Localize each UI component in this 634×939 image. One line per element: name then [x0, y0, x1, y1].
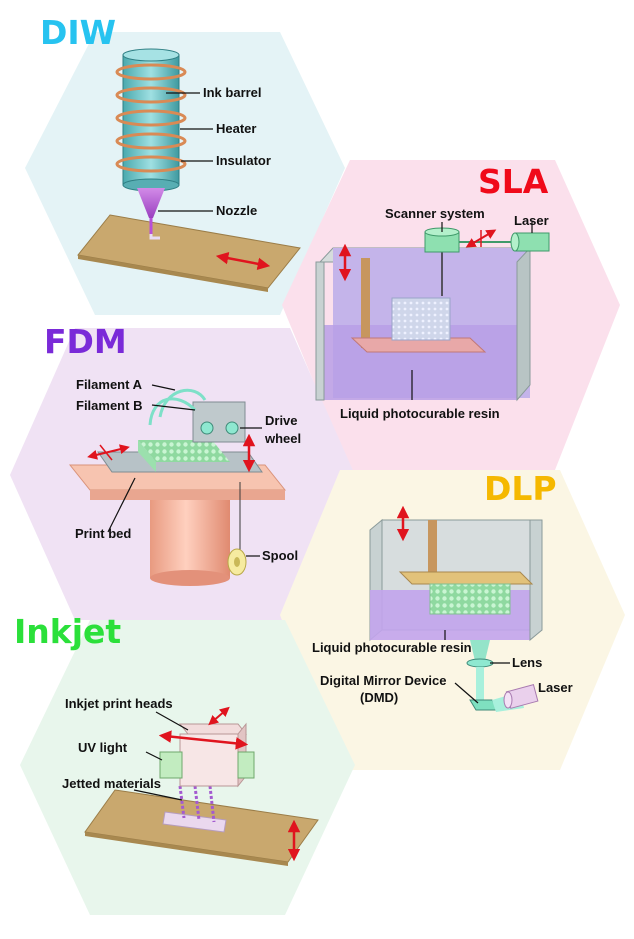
sla-illustration: Scanner system Laser Liquid photocurable… [315, 206, 550, 421]
label-filament-b: Filament B [76, 398, 142, 413]
label-nozzle: Nozzle [216, 203, 257, 218]
fdm-filament-a [158, 388, 207, 418]
label-dmd-line1: Digital Mirror Device [320, 673, 446, 688]
fdm-illustration: Filament A Filament B Drive wheel Print … [68, 377, 301, 586]
label-uv-light: UV light [78, 740, 128, 755]
title-dlp: DLP [484, 469, 557, 508]
label-inkjet-heads: Inkjet print heads [65, 696, 173, 711]
fdm-spool [227, 482, 247, 576]
diw-motion-arrow [215, 252, 271, 270]
diw-ink-barrel [122, 54, 180, 186]
dlp-elevator-rod [428, 520, 437, 575]
dlp-illustration: Liquid photocurable resin Lens Digital M… [312, 505, 573, 712]
title-fdm: FDM [44, 322, 127, 361]
diw-illustration: Ink barrel Heater Insulator Nozzle [77, 48, 301, 292]
inkjet-illustration: Inkjet print heads UV light Jetted mater… [62, 696, 319, 866]
title-diw: DIW [40, 13, 116, 52]
dlp-build-plate [398, 571, 534, 585]
label-sla-laser: Laser [514, 213, 549, 228]
label-print-bed: Print bed [75, 526, 131, 541]
label-dlp-laser: Laser [538, 680, 573, 695]
label-scanner-system: Scanner system [385, 206, 485, 221]
diw-heater-coil [115, 63, 187, 173]
label-jetted-materials: Jetted materials [62, 776, 161, 791]
label-dlp-resin: Liquid photocurable resin [312, 640, 472, 655]
sla-elevator-rod [361, 258, 370, 348]
inkjet-print-heads [178, 722, 248, 788]
sla-printed-part [391, 297, 451, 341]
fdm-xy-arrow [87, 444, 130, 460]
label-wheel: wheel [264, 431, 301, 446]
label-sla-resin: Liquid photocurable resin [340, 406, 500, 421]
sla-vat-wall-left [315, 261, 325, 401]
sla-vat-wall-right [516, 246, 531, 402]
fdm-drive-wheel [192, 401, 246, 443]
label-drive: Drive [265, 413, 298, 428]
label-filament-a: Filament A [76, 377, 143, 392]
label-dmd-line2: (DMD) [360, 690, 398, 705]
label-insulator: Insulator [216, 153, 271, 168]
label-spool: Spool [262, 548, 298, 563]
label-heater: Heater [216, 121, 256, 136]
inkjet-substrate [162, 811, 227, 833]
diw-nozzle [137, 188, 165, 218]
title-inkjet: Inkjet [14, 612, 121, 651]
inkjet-xy-arrow [158, 730, 249, 750]
dlp-laser [503, 684, 539, 709]
sla-laser [510, 232, 550, 252]
fdm-filament-b [148, 397, 197, 426]
fdm-printed-part [138, 440, 230, 462]
label-ink-barrel: Ink barrel [203, 85, 262, 100]
label-lens: Lens [512, 655, 542, 670]
inkjet-jetted-materials [178, 785, 216, 823]
dlp-lens [466, 658, 494, 668]
title-sla: SLA [478, 162, 549, 201]
dlp-printed-part [429, 583, 511, 615]
fdm-column [150, 500, 230, 578]
inkjet-uv-light [159, 751, 255, 779]
